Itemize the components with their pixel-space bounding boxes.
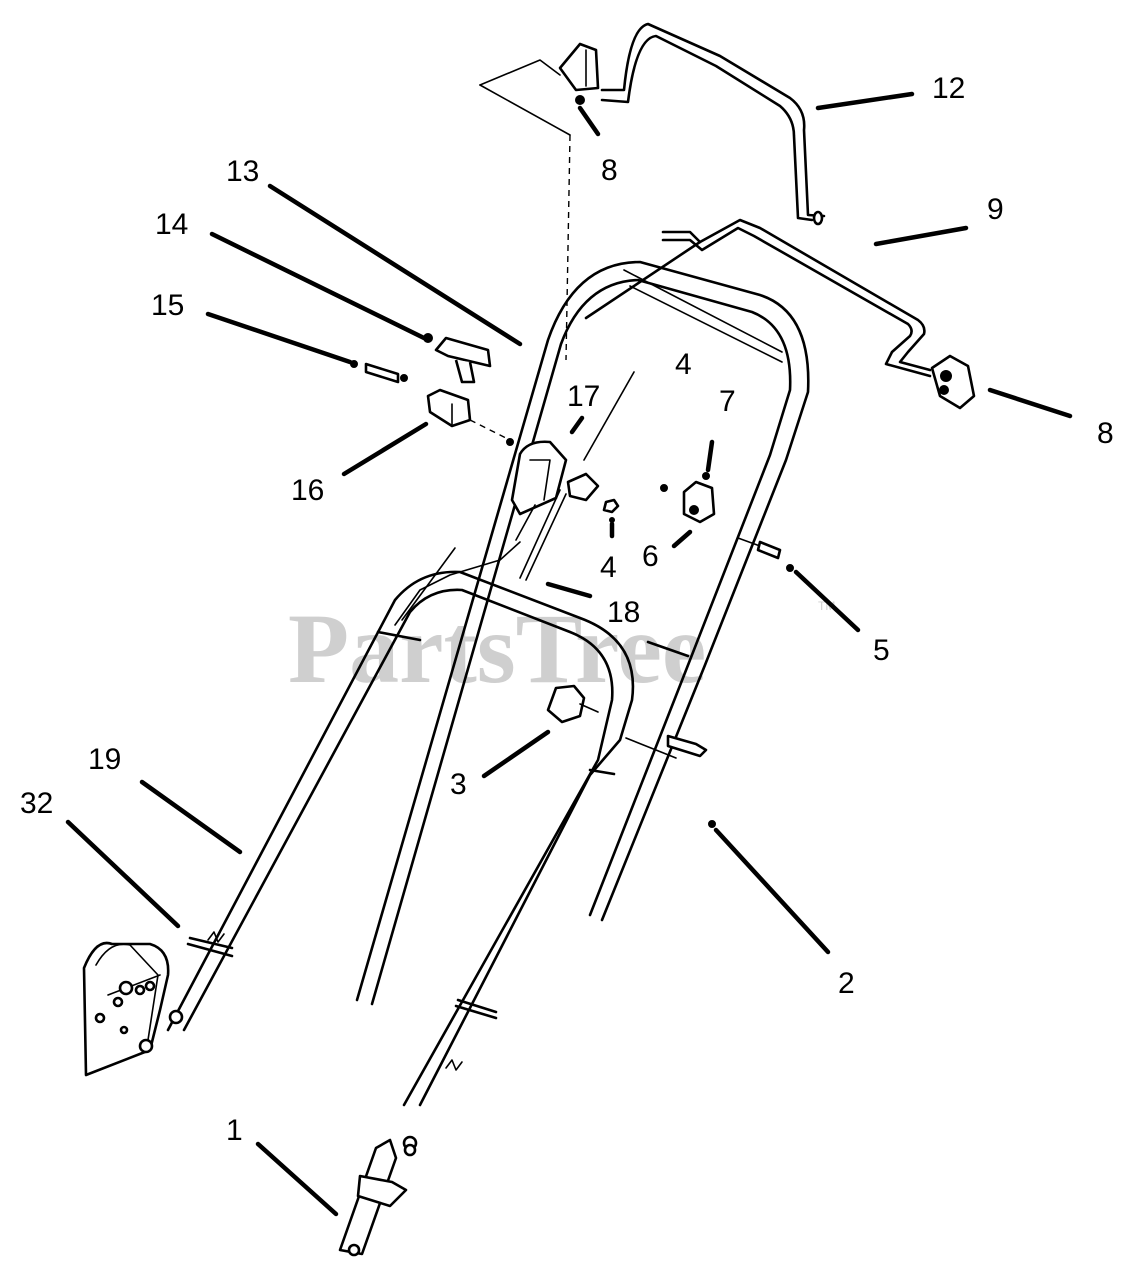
bolt-part-15 (350, 360, 408, 384)
grip-part-14 (423, 333, 492, 384)
bracket-part-8-top (558, 42, 600, 105)
label-1: 1 (226, 1114, 243, 1147)
knob-part-3 (546, 684, 599, 724)
leader-6 (671, 529, 693, 549)
nut-part-4-bottom (602, 498, 620, 514)
leader-3 (481, 729, 551, 779)
label-7: 7 (719, 385, 736, 418)
label-14: 14 (155, 208, 188, 241)
leader-8-top (577, 105, 601, 137)
label-12: 12 (932, 72, 965, 105)
label-5: 5 (873, 634, 890, 667)
leader-2 (713, 827, 831, 955)
bolt-part-2 (625, 734, 716, 828)
cable-clip-part-17 (510, 371, 635, 541)
leader-14 (209, 231, 427, 341)
label-2: 2 (838, 967, 855, 1000)
leader-5 (793, 569, 861, 633)
label-19: 19 (88, 743, 121, 776)
bail-wire-part-12 (600, 22, 826, 226)
control-part-16 (426, 388, 514, 446)
leader-12 (815, 91, 915, 111)
label-6: 6 (642, 540, 659, 573)
leader-9 (873, 225, 969, 247)
wheel-bracket-part-32 (82, 941, 170, 1077)
leader-7 (705, 439, 715, 473)
leader-15 (205, 311, 353, 365)
label-17: 17 (567, 380, 600, 413)
leader-32 (65, 819, 181, 929)
bracket-part-8-right (930, 354, 976, 410)
bail-wire-part-9 (584, 218, 932, 378)
label-9: 9 (987, 193, 1004, 226)
label-4-top: 4 (675, 348, 692, 381)
label-32: 32 (20, 787, 53, 820)
leader-13 (267, 183, 523, 347)
end-bracket-part-1 (338, 1138, 417, 1257)
label-3: 3 (450, 768, 467, 801)
leader-16 (341, 421, 429, 477)
label-4-bottom: 4 (600, 551, 617, 584)
label-15: 15 (151, 289, 184, 322)
label-18: 18 (607, 596, 640, 629)
switch-part-7 (660, 472, 716, 524)
leader-17 (569, 415, 585, 435)
watermark-text: PartsTree (288, 593, 706, 704)
cable-part-18 (519, 489, 567, 581)
label-8-top: 8 (601, 154, 618, 187)
label-8-right: 8 (1097, 417, 1114, 450)
label-13: 13 (226, 155, 259, 188)
screw-part-5 (737, 537, 794, 572)
lower-handle (166, 570, 635, 1151)
leader-18 (545, 581, 593, 599)
leader-1 (255, 1141, 339, 1217)
leader-8-right (987, 387, 1073, 419)
label-16: 16 (291, 474, 324, 507)
leader-19 (139, 779, 243, 855)
leader-lines (65, 91, 1073, 1217)
